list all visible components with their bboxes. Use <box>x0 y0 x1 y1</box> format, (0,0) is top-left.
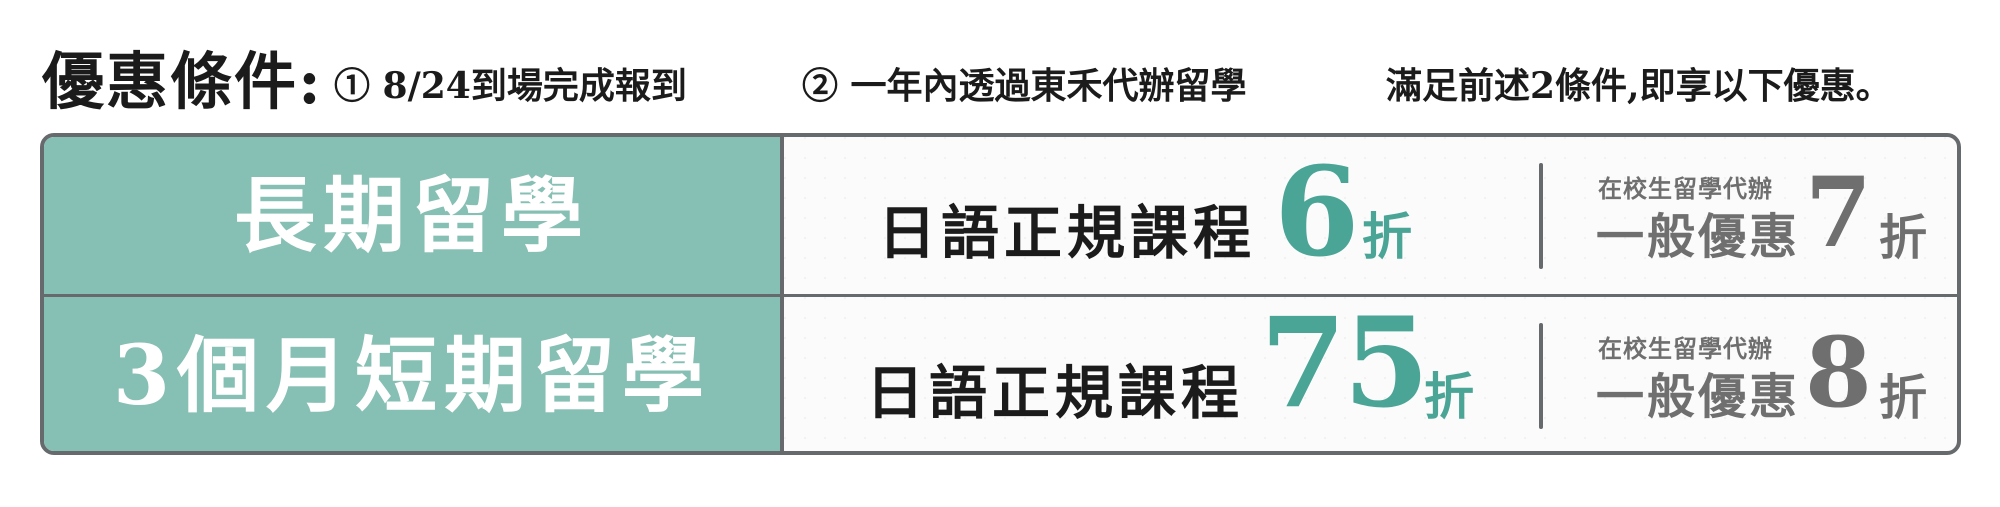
general-discount-value: 8 <box>1805 316 1872 429</box>
conditions-summary-text: 滿足前述2條件,即享以下優惠。 <box>1386 65 1892 107</box>
course-label: 日語正規課程 <box>878 199 1257 267</box>
discount-row-long-term: 長期留學 日語正規課程 6 折 在校生留學代辦 一般優惠 7 折 <box>44 137 1957 294</box>
row-divider <box>44 294 1957 297</box>
discount-value: 75 <box>1260 291 1430 436</box>
discount-row-short-term: 3個月短期留學 日語正規課程 75 折 在校生留學代辦 一般優惠 8 折 <box>44 291 1957 451</box>
program-cell: 3個月短期留學 <box>44 297 784 451</box>
general-discount-note: 在校生留學代辦 <box>1598 174 1773 203</box>
conditions-title: 優惠條件: <box>42 45 323 118</box>
program-cell: 長期留學 <box>44 137 784 294</box>
discount-unit: 折 <box>1362 207 1412 266</box>
condition-1-text: ① 8/24到場完成報到 <box>334 65 687 107</box>
discount-unit: 折 <box>1424 367 1474 426</box>
general-discount-value: 7 <box>1805 156 1872 269</box>
general-discount-unit: 折 <box>1879 210 1928 266</box>
discount-table: 長期留學 日語正規課程 6 折 在校生留學代辦 一般優惠 7 折 3個月短期留學… <box>40 133 1961 455</box>
general-discount-note: 在校生留學代辦 <box>1598 334 1773 363</box>
general-discount-label: 一般優惠 <box>1596 209 1801 265</box>
vertical-divider <box>1539 163 1543 269</box>
condition-2-text: ② 一年內透過東禾代辦留學 <box>802 65 1247 107</box>
discount-conditions-header: 優惠條件: ① 8/24到場完成報到 ② 一年內透過東禾代辦留學 滿足前述2條件… <box>42 44 1962 124</box>
course-label: 日語正規課程 <box>866 359 1245 427</box>
general-discount-label: 一般優惠 <box>1596 369 1801 425</box>
program-label: 3個月短期留學 <box>112 327 712 424</box>
general-discount-unit: 折 <box>1879 370 1928 426</box>
discount-value: 6 <box>1274 141 1360 285</box>
program-label: 長期留學 <box>233 167 590 264</box>
vertical-divider <box>1539 323 1543 429</box>
